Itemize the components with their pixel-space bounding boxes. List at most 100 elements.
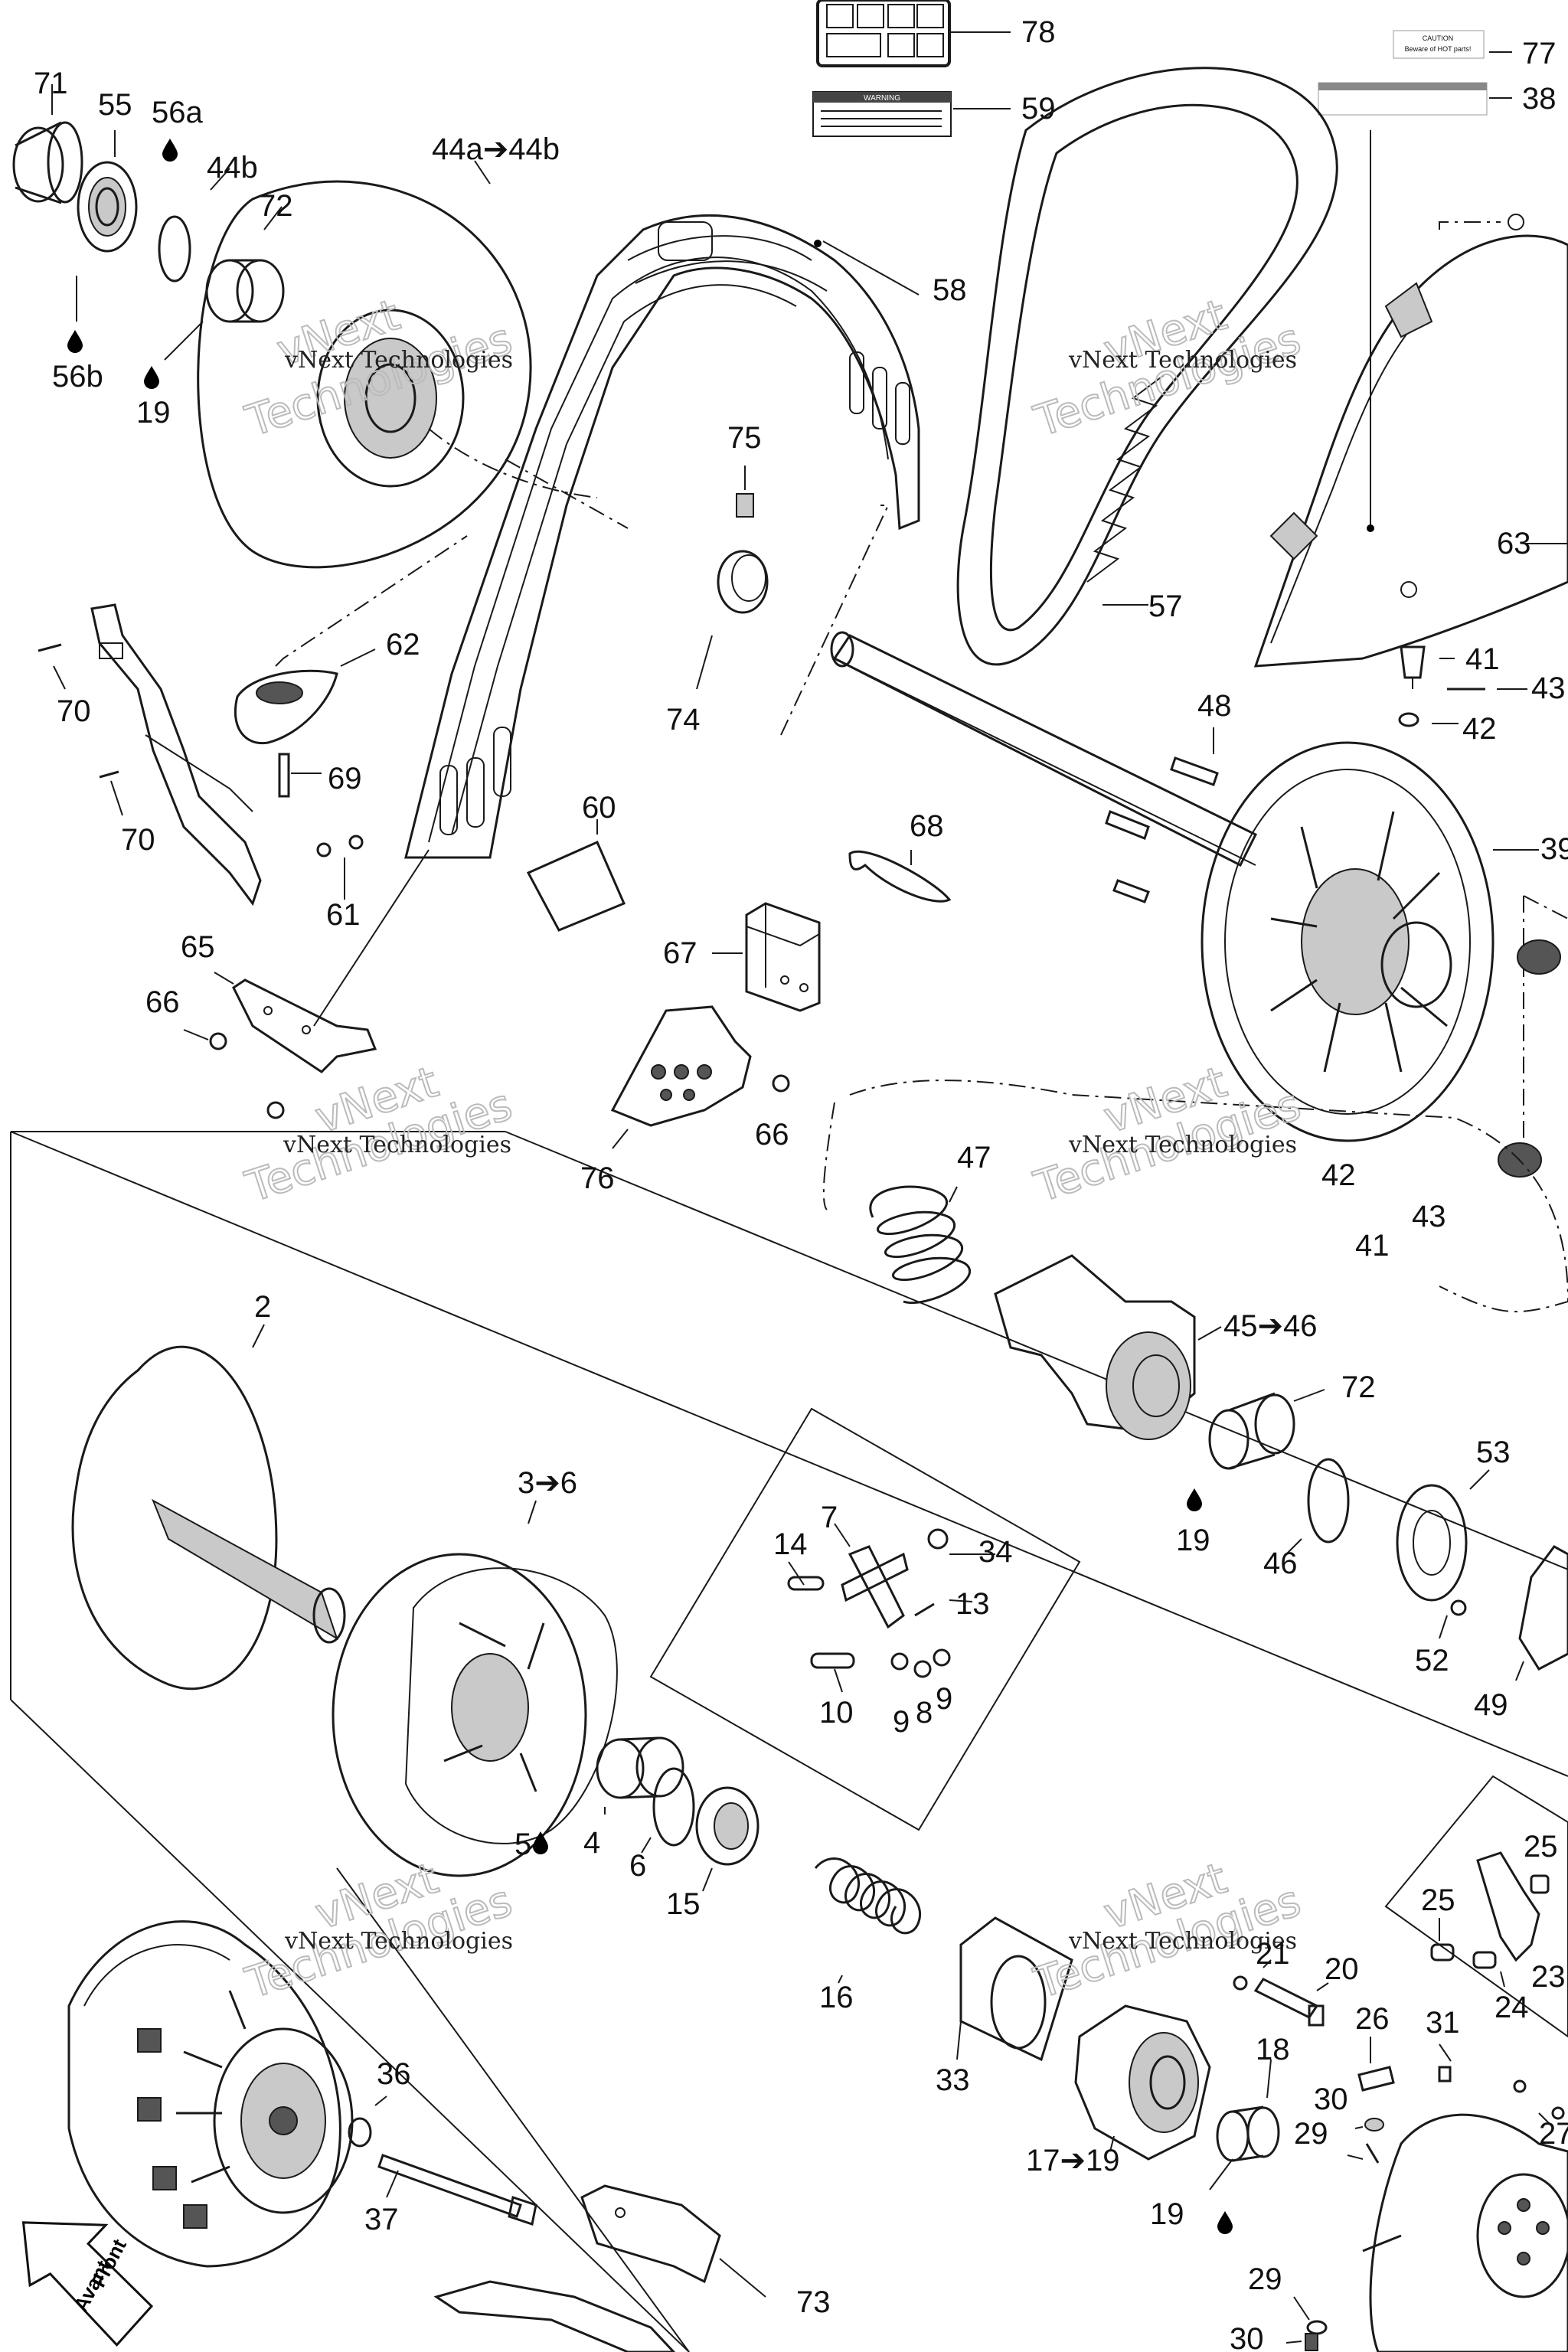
label-20: 20 xyxy=(1325,1952,1359,1986)
label-63: 63 xyxy=(1497,527,1531,560)
label-58: 58 xyxy=(933,273,967,307)
label-60: 60 xyxy=(582,791,616,825)
label-37: 37 xyxy=(364,2203,399,2236)
label-10: 10 xyxy=(819,1696,854,1730)
part-45-cam xyxy=(994,1254,1222,1440)
label-25-right: 25 xyxy=(1524,1830,1558,1864)
label-56b: 56b xyxy=(52,360,103,394)
label-31: 31 xyxy=(1426,2006,1460,2040)
label-70-top: 70 xyxy=(57,694,91,728)
label-30-top: 30 xyxy=(1314,2082,1348,2116)
label-74: 74 xyxy=(666,703,701,737)
label-4: 4 xyxy=(583,1826,600,1860)
label-19-mid: 19 xyxy=(1176,1524,1210,1557)
label-34: 34 xyxy=(978,1535,1013,1569)
label-56a: 56a xyxy=(152,96,203,129)
label-42-bottom: 42 xyxy=(1321,1158,1356,1192)
part-73-bracket xyxy=(433,2184,766,2352)
label-5: 5 xyxy=(514,1828,531,1861)
part-26-29-31-smalls xyxy=(1285,2037,1565,2351)
part-shaft xyxy=(830,631,1258,867)
part-60-plate xyxy=(526,819,626,932)
part-44b-circlip xyxy=(158,168,230,283)
watermark-text: vNext Technologies xyxy=(1068,347,1297,374)
part-44a-sheave xyxy=(197,160,532,569)
part-47-spring xyxy=(869,1185,972,1304)
sticker-77-caution: CAUTION Beware of HOT parts! xyxy=(1393,30,1512,59)
sticker-78 xyxy=(816,0,1011,67)
watermark-6: vNext Technologies vNext Technologies xyxy=(1027,1853,1307,2010)
label-9-left: 9 xyxy=(893,1705,910,1739)
section-frame xyxy=(10,1131,1568,2352)
belt-cogs xyxy=(1086,374,1165,583)
part-72-bushing-mid xyxy=(1208,1389,1325,1470)
label-23: 23 xyxy=(1531,1960,1566,1994)
label-67: 67 xyxy=(663,936,697,970)
part-36-washer xyxy=(348,2096,387,2148)
part-15-seal xyxy=(695,1786,760,1892)
sticker-38 xyxy=(1318,82,1512,116)
label-43-bottom: 43 xyxy=(1412,1200,1446,1233)
label-72: 72 xyxy=(259,189,293,223)
label-70-bottom: 70 xyxy=(121,823,155,857)
front-arrow-icon: Front Avant xyxy=(21,2221,154,2347)
part-69-pin xyxy=(278,753,322,798)
part-33-cover xyxy=(956,1916,1073,2062)
label-62: 62 xyxy=(386,628,420,662)
part-48-pins xyxy=(1105,727,1219,903)
label-55: 55 xyxy=(98,88,132,122)
label-16: 16 xyxy=(819,1981,854,2014)
label-38: 38 xyxy=(1522,82,1557,116)
watermark-text: vNext Technologies xyxy=(283,1132,511,1158)
label-52: 52 xyxy=(1415,1644,1449,1677)
caution-text: Beware of HOT parts! xyxy=(1405,45,1472,53)
label-49: 49 xyxy=(1474,1688,1508,1722)
label-57: 57 xyxy=(1148,590,1183,623)
sticker-59-warning: WARNING xyxy=(812,91,1011,137)
label-14: 14 xyxy=(773,1527,808,1561)
part-39-driven-sheave xyxy=(1200,741,1539,1142)
label-53: 53 xyxy=(1476,1436,1511,1469)
label-77: 77 xyxy=(1522,37,1557,70)
inset-box-weights xyxy=(1384,1775,1568,2038)
label-6: 6 xyxy=(629,1849,646,1883)
label-36: 36 xyxy=(377,2057,411,2091)
inset-box-roller xyxy=(649,1407,1081,1831)
label-8: 8 xyxy=(916,1696,933,1730)
label-15: 15 xyxy=(666,1887,701,1921)
label-66-right: 66 xyxy=(755,1118,789,1152)
label-65: 65 xyxy=(181,930,215,964)
label-71: 71 xyxy=(34,67,68,100)
oil-drop-icon xyxy=(1217,2211,1233,2234)
part-4-bushing xyxy=(596,1736,684,1815)
part-37-bolt xyxy=(377,2154,537,2226)
part-68-cotter xyxy=(848,850,952,903)
warning-title: WARNING xyxy=(864,94,900,103)
label-29-bottom: 29 xyxy=(1248,2262,1282,2296)
watermark-text: vNext Technologies xyxy=(284,1928,513,1955)
oil-drop-icon xyxy=(67,330,83,353)
label-17-19: 17➔19 xyxy=(1026,2144,1120,2177)
label-59: 59 xyxy=(1021,92,1056,126)
part-46-circlip xyxy=(1285,1458,1350,1555)
part-2-fixed-sheave xyxy=(71,1324,346,1690)
label-43-top: 43 xyxy=(1531,671,1566,705)
label-75: 75 xyxy=(727,421,762,455)
part-55-bearing xyxy=(77,130,138,253)
label-25-left: 25 xyxy=(1421,1883,1455,1917)
label-44b: 44b xyxy=(207,151,258,185)
caution-title: CAUTION xyxy=(1423,34,1454,42)
watermark-4: vNext Technologies vNext Technologies xyxy=(1027,1057,1307,1214)
part-20-21-bolt xyxy=(1233,1959,1329,2027)
part-3-movable-sheave xyxy=(332,1500,618,1877)
label-27: 27 xyxy=(1539,2117,1568,2151)
label-9-right: 9 xyxy=(936,1682,952,1716)
label-69: 69 xyxy=(328,762,362,795)
part-74-seal xyxy=(696,550,769,690)
part-76-plate xyxy=(610,1005,752,1149)
oil-drop-icon xyxy=(162,139,178,162)
label-73: 73 xyxy=(796,2285,831,2319)
label-19-bottom: 19 xyxy=(1150,2197,1184,2231)
label-39: 39 xyxy=(1540,832,1568,866)
label-26: 26 xyxy=(1355,2002,1390,2036)
